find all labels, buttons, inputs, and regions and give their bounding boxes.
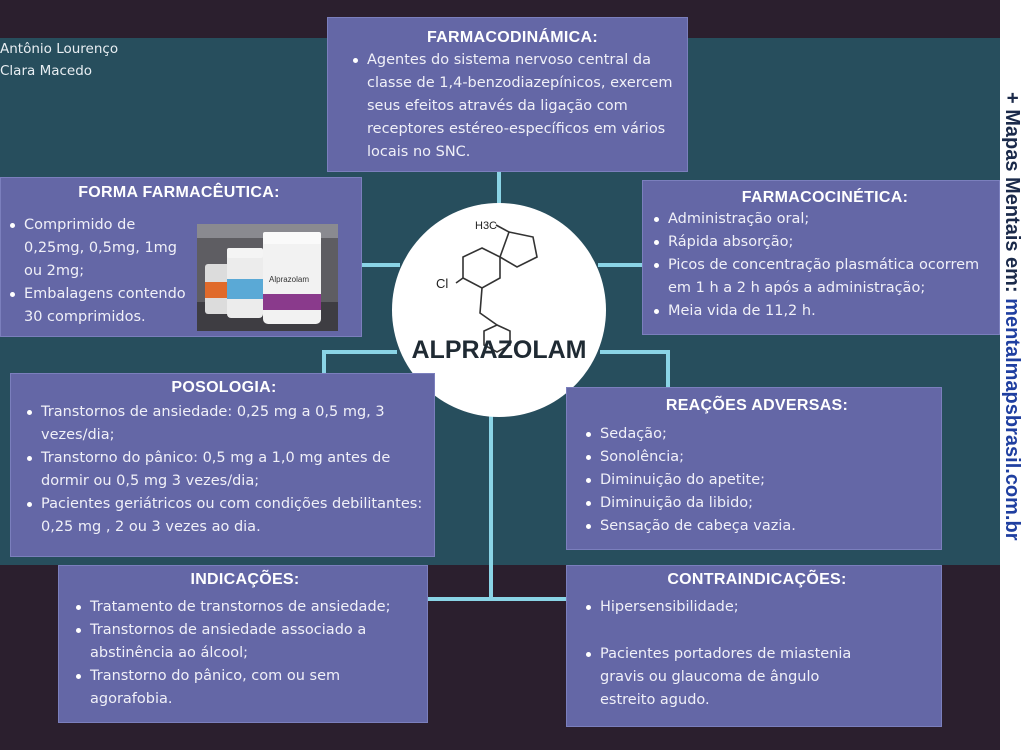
- list-item: Agentes do sistema nervoso central da cl…: [350, 49, 675, 164]
- author-name: Clara Macedo: [0, 63, 93, 79]
- author-name: Antônio Lourenço: [0, 41, 119, 57]
- list-item: Administração oral;: [651, 208, 999, 231]
- list-item: Hipersensibilidade;: [583, 596, 873, 619]
- list-item: Transtornos de ansiedade: 0,25 mg a 0,5 …: [24, 401, 424, 447]
- list-item: Meia vida de 11,2 h.: [651, 300, 999, 323]
- connector-right-mid-v: [666, 350, 670, 390]
- connector-left-mid-h: [322, 350, 397, 354]
- box-title: REAÇÕES ADVERSAS:: [665, 397, 849, 414]
- connector-left-upper: [360, 263, 400, 267]
- watermark-bar: [1000, 0, 1024, 750]
- methyl-label: H3C: [475, 220, 497, 232]
- list-item: Comprimido de 0,25mg, 0,5mg, 1mg ou 2mg;: [7, 214, 187, 283]
- connector-right-mid-h: [600, 350, 670, 354]
- posologia-box: POSOLOGIA: Transtornos de ansiedade: 0,2…: [10, 373, 435, 557]
- box-title: CONTRAINDICAÇÕES:: [667, 571, 847, 588]
- box-title: FORMA FARMACÊUTICA:: [78, 184, 280, 201]
- farmacodinamica-box: FARMACODINÁMICA: Agentes do sistema nerv…: [327, 17, 688, 172]
- list-item: Sensação de cabeça vazia.: [583, 515, 931, 538]
- connector-bottom-h: [425, 597, 570, 601]
- list-item: Embalagens contendo 30 comprimidos.: [7, 283, 187, 329]
- list-item: Diminuição do apetite;: [583, 469, 931, 492]
- list-item: Rápida absorção;: [651, 231, 999, 254]
- list-item: Tratamento de transtornos de ansiedade;: [73, 596, 417, 619]
- list-item: Pacientes geriátricos ou com condições d…: [24, 493, 424, 539]
- alprazolam-structure: H3C Cl: [436, 220, 538, 353]
- list-item: Transtornos de ansiedade associado a abs…: [73, 619, 417, 665]
- medicine-photo: Alprazolam: [197, 224, 338, 331]
- contraindicacoes-box: CONTRAINDICAÇÕES: Hipersensibilidade; Pa…: [566, 565, 942, 727]
- list-item: Sonolência;: [583, 446, 931, 469]
- list-item: Picos de concentração plasmática ocorrem…: [651, 254, 999, 300]
- box-title: FARMACOCINÉTICA:: [741, 189, 909, 206]
- connector-right-upper: [598, 263, 644, 267]
- box-title: POSOLOGIA:: [171, 379, 277, 396]
- list-item: Sedação;: [583, 423, 931, 446]
- authors: Antônio Lourenço Clara Macedo: [0, 38, 118, 82]
- chloro-label: Cl: [436, 276, 448, 291]
- connector-top: [497, 172, 501, 206]
- box-title: FARMACODINÁMICA:: [426, 29, 598, 46]
- watermark-url: mentalmapsbrasil.com.br: [1001, 298, 1023, 541]
- box-title: INDICAÇÕES:: [190, 571, 300, 588]
- center-title: ALPRAZOLAM: [411, 336, 587, 364]
- photo-label: Alprazolam: [269, 275, 309, 284]
- list-item: Diminuição da libido;: [583, 492, 931, 515]
- connector-trunk: [489, 410, 493, 600]
- list-item: Pacientes portadores de miastenia gravis…: [583, 643, 873, 712]
- list-item: Transtorno do pânico, com ou sem agorafo…: [73, 665, 417, 711]
- watermark-text: + Mapas Mentais em: mentalmapsbrasil.com…: [1001, 92, 1023, 541]
- list-item: Transtorno do pânico: 0,5 mg a 1,0 mg an…: [24, 447, 424, 493]
- reacoes-adversas-box: REAÇÕES ADVERSAS: Sedação; Sonolência; D…: [566, 387, 942, 550]
- farmacocinetica-box: FARMACOCINÉTICA: Administração oral; Ráp…: [642, 180, 1000, 335]
- indicacoes-box: INDICAÇÕES: Tratamento de transtornos de…: [58, 565, 428, 723]
- connector-left-mid-v: [322, 350, 326, 376]
